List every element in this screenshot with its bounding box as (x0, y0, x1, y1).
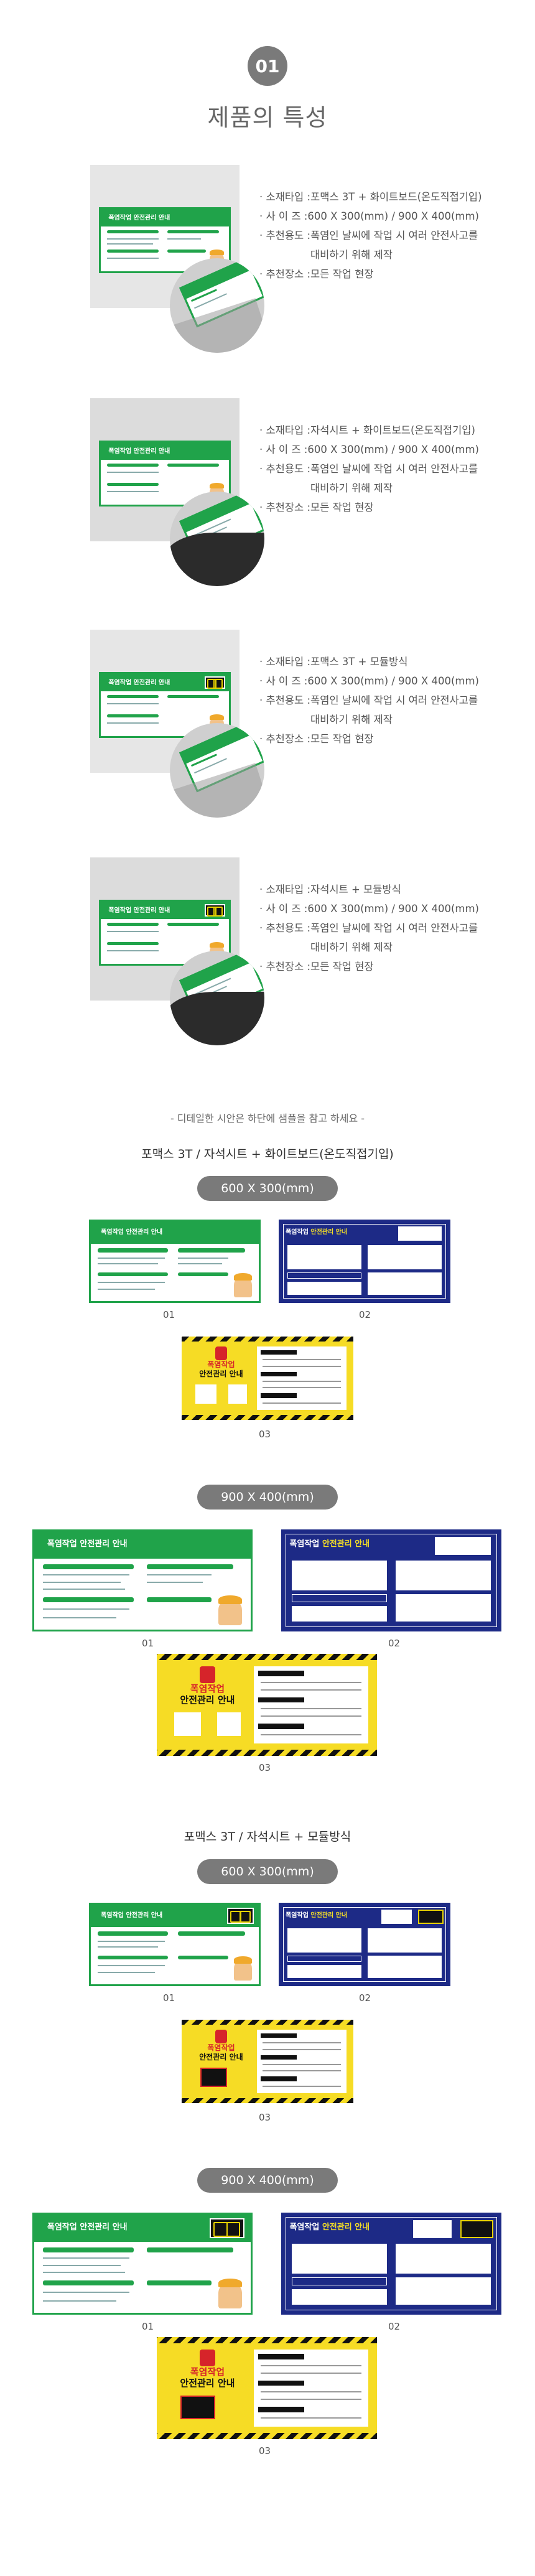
sample-navy-600x300: 폭염작업 안전관리 안내 (279, 1220, 450, 1303)
material-closeup-image (170, 258, 264, 353)
sample-caption: 02 (388, 1638, 401, 1649)
sample-green-900x400: 폭염작업 안전관리 안내 (32, 1529, 253, 1631)
size-badge-900x400: 900 X 400(mm) (197, 1485, 338, 1510)
section-number-badge: 01 (248, 46, 287, 86)
feature-specs: · 소재타입 : 포맥스 3T + 모듈방식 · 사 이 즈 : 600 X 3… (259, 656, 479, 745)
size-badge-900x400: 900 X 400(mm) (197, 2168, 338, 2193)
feature-row-3: 폭염작업 안전관리 안내 · 소재타입 : 포맥스 3T + 모듈방식 · 사 … (90, 630, 479, 829)
sign-title: 폭염작업 안전관리 안내 (108, 447, 170, 455)
section-title-module: 포맥스 3T / 자석시트 + 모듈방식 (184, 1830, 351, 1844)
feature-row-2: 폭염작업 안전관리 안내 · 소재타입 : 자석시트 + 화이트보드(온도직접기… (90, 398, 479, 597)
sample-caption: 03 (259, 2112, 271, 2123)
sign-title: 폭염작업 안전관리 안내 (108, 679, 170, 686)
sample-navy-module-600x300: 폭염작업 안전관리 안내 (279, 1903, 450, 1986)
magnet-sheet-closeup-image (170, 951, 264, 1045)
magnet-sheet-closeup-image (170, 492, 264, 586)
temperature-module (204, 904, 225, 917)
temperature-module (204, 676, 225, 689)
sample-navy-900x400: 폭염작업 안전관리 안내 (281, 1529, 501, 1631)
sign-title: 폭염작업 안전관리 안내 (108, 907, 170, 914)
section-title-whiteboard: 포맥스 3T / 자석시트 + 화이트보드(온도직접기입) (141, 1147, 394, 1161)
feature-row-4: 폭염작업 안전관리 안내 · 소재타입 : 자석시트 + 모듈방식 · 사 이 … (90, 857, 479, 1057)
sample-caption: 02 (388, 2321, 401, 2332)
sample-caption: 01 (163, 1992, 175, 2004)
sample-caption: 02 (359, 1309, 371, 1320)
sample-green-600x300: 폭염작업 안전관리 안내 (89, 1220, 261, 1303)
sample-caption: 03 (259, 1429, 271, 1440)
sample-caption: 02 (359, 1992, 371, 2004)
material-closeup-image (170, 723, 264, 818)
sample-caption: 03 (259, 1762, 271, 1773)
sample-caption: 01 (142, 1638, 154, 1649)
sample-note: - 디테일한 시안은 하단에 샘플을 참고 하세요 - (170, 1113, 365, 1124)
page-title: 제품의 특성 (207, 104, 328, 131)
feature-row-1: 폭염작업 안전관리 안내 · 소재타입 : 포맥스 3T + 화이트보드(온도직… (90, 165, 482, 364)
sample-green-module-900x400: 폭염작업 안전관리 안내 (32, 2213, 253, 2315)
feature-specs: · 소재타입 : 포맥스 3T + 화이트보드(온도직접기입) · 사 이 즈 … (259, 191, 482, 280)
sample-caption: 01 (163, 1309, 175, 1320)
feature-specs: · 소재타입 : 자석시트 + 화이트보드(온도직접기입) · 사 이 즈 : … (259, 424, 479, 513)
sample-navy-module-900x400: 폭염작업 안전관리 안내 (281, 2213, 501, 2315)
size-badge-600x300: 600 X 300(mm) (197, 1859, 338, 1884)
feature-specs: · 소재타입 : 자석시트 + 모듈방식 · 사 이 즈 : 600 X 300… (259, 884, 479, 973)
sample-caption: 03 (259, 2445, 271, 2457)
size-badge-600x300: 600 X 300(mm) (197, 1176, 338, 1201)
sign-title: 폭염작업 안전관리 안내 (108, 214, 170, 222)
product-sign-image: 폭염작업 안전관리 안내 (99, 207, 231, 273)
sample-green-module-600x300: 폭염작업 안전관리 안내 (89, 1903, 261, 1986)
sample-caption: 01 (142, 2321, 154, 2332)
